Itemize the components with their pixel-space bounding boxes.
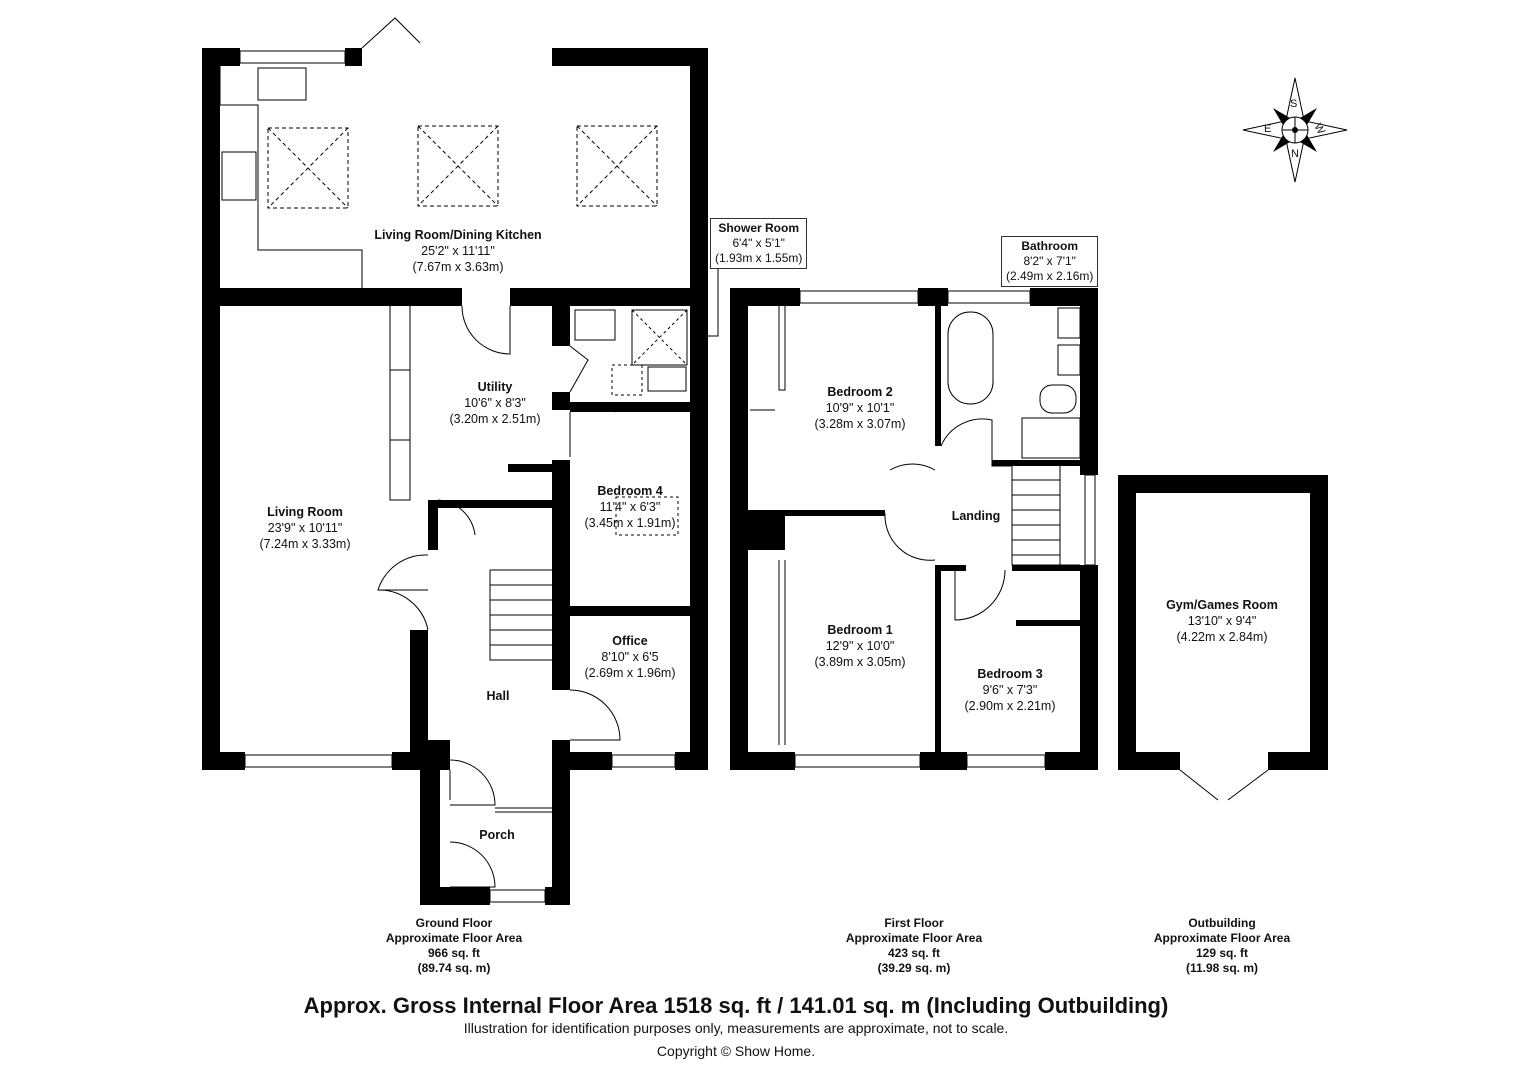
compass-north-label: N <box>1291 148 1299 160</box>
compass-rose <box>1242 77 1348 183</box>
compass-east-label: E <box>1264 123 1272 135</box>
room-label-porch: Porch <box>479 828 515 842</box>
copyright: Copyright © Show Home. <box>656 1043 816 1059</box>
compass-south-label: S <box>1290 98 1298 110</box>
disclaimer: Illustration for identification purposes… <box>463 1020 1009 1036</box>
fixtures-and-windows <box>219 17 1269 903</box>
walls <box>202 48 1328 905</box>
room-label-landing: Landing <box>951 509 1001 523</box>
room-label-hall: Hall <box>486 689 510 703</box>
gross-area-title: Approx. Gross Internal Floor Area 1518 s… <box>303 993 1169 1018</box>
